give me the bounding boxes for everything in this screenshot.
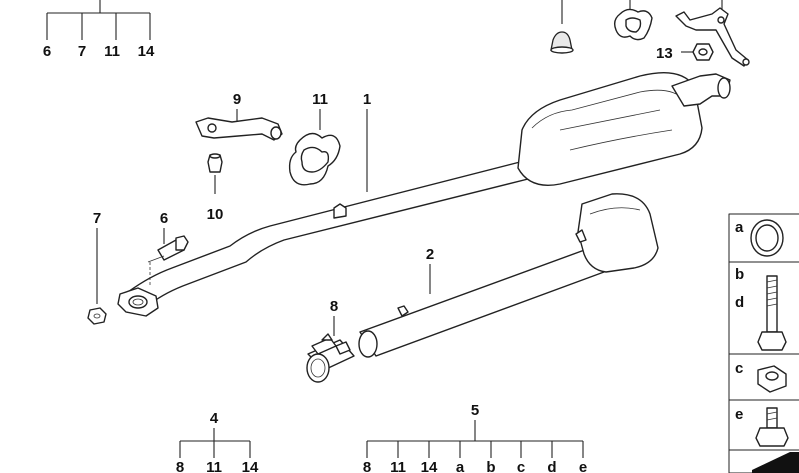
short-bolt-icon <box>755 407 789 447</box>
bolt-part-10 <box>207 153 223 194</box>
legend-letter-b: b <box>735 266 744 283</box>
label-1: 1 <box>363 91 371 108</box>
group-4-item: 11 <box>206 459 222 473</box>
group-top-left-item: 14 <box>138 43 155 60</box>
bracket-top-right-part <box>675 0 750 67</box>
group-4-item: 8 <box>176 459 184 473</box>
bracket-part-9 <box>195 117 283 141</box>
group-5-item: a <box>456 459 465 473</box>
long-bolt-icon <box>757 275 787 351</box>
nut-part-7 <box>87 307 107 325</box>
legend-letter-e: e <box>735 406 743 423</box>
gasket-ring-icon <box>750 219 784 257</box>
group-5-item: c <box>517 459 525 473</box>
side-legend-panel: a b d c e <box>728 213 799 473</box>
label-9: 9 <box>233 91 241 108</box>
label-7: 7 <box>93 210 101 227</box>
group-top-left-item: 11 <box>104 43 120 60</box>
legend-letter-c: c <box>735 360 743 377</box>
rubber-buffer-part <box>550 0 574 54</box>
center-pipe-part-2 <box>358 193 659 358</box>
hanger-ring-top-part <box>613 0 653 41</box>
rubber-hanger-part-11 <box>288 132 341 186</box>
legend-letter-d: d <box>735 294 744 311</box>
corner-mark-icon <box>752 452 799 473</box>
hex-nut-icon <box>757 365 787 393</box>
label-2: 2 <box>426 246 434 263</box>
group-5-bracket: 5 8 11 14 a b c d e <box>363 402 587 473</box>
group-top-left-item: 7 <box>78 43 86 60</box>
exhaust-pipe-part-1 <box>117 72 731 317</box>
group-top-left-bracket: 6 7 11 14 <box>43 0 155 60</box>
label-5: 5 <box>471 402 479 419</box>
group-5-item: 14 <box>421 459 438 473</box>
group-5-item: 11 <box>390 459 406 473</box>
legend-letter-a: a <box>735 219 744 236</box>
group-4-bracket: 4 8 11 14 <box>176 410 259 473</box>
group-4-item: 14 <box>242 459 259 473</box>
label-8: 8 <box>330 298 338 315</box>
group-top-left-item: 6 <box>43 43 51 60</box>
label-4: 4 <box>210 410 219 427</box>
part-13-nut: 13 <box>656 43 714 62</box>
label-6: 6 <box>160 210 168 227</box>
label-11: 11 <box>312 91 328 108</box>
group-5-item: 8 <box>363 459 371 473</box>
group-5-item: d <box>547 459 556 473</box>
label-13: 13 <box>656 45 673 62</box>
label-10: 10 <box>207 206 224 223</box>
group-5-item: b <box>486 459 495 473</box>
group-5-item: e <box>579 459 587 473</box>
clamp-part-8 <box>306 333 355 383</box>
bolt-part-6 <box>147 235 189 263</box>
